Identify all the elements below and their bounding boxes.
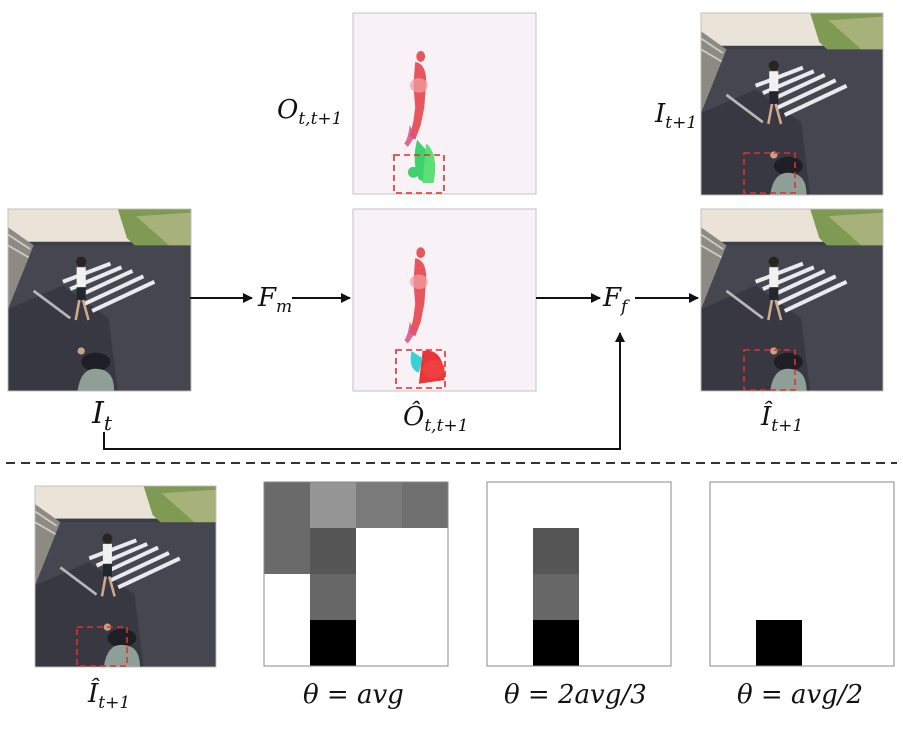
mask-cell xyxy=(579,482,625,528)
label-Ihat-t1: Ît+1 xyxy=(761,402,803,436)
mask-cell xyxy=(710,482,756,528)
label-Ohat-t-t1: Ôt,t+1 xyxy=(403,402,468,436)
mask-cell xyxy=(310,482,356,528)
mask-cell xyxy=(402,574,448,620)
label-I-t1: It+1 xyxy=(655,99,697,133)
mask-cell xyxy=(756,574,802,620)
mask-grid-border xyxy=(486,481,672,667)
detection-box-I-t1 xyxy=(743,152,796,194)
photo-I-t1 xyxy=(701,13,883,195)
mask-cell xyxy=(848,574,894,620)
mask-cell xyxy=(356,620,402,666)
label-theta-avg-2: θ = avg/2 xyxy=(737,680,864,710)
label-It-main: I xyxy=(92,396,104,431)
mask-cell xyxy=(625,482,671,528)
mask-cell xyxy=(264,620,310,666)
label-I-t1-main: I xyxy=(655,99,666,129)
mask-cell xyxy=(802,574,848,620)
label-I-t1-sub: t+1 xyxy=(665,113,698,134)
mask-cell xyxy=(625,574,671,620)
label-Fm-sub: m xyxy=(276,297,293,318)
detection-box-flow-top xyxy=(393,154,445,194)
photo-Ihat-t1 xyxy=(701,209,883,391)
mask-cell xyxy=(487,482,533,528)
mask-cell xyxy=(533,574,579,620)
label-theta-2avg-3: θ = 2avg/3 xyxy=(504,680,647,710)
mask-grid-avg-2 xyxy=(709,481,895,667)
mask-grid-border xyxy=(263,481,449,667)
mask-cell xyxy=(579,620,625,666)
label-I-t: It xyxy=(92,396,112,435)
mask-cell xyxy=(402,528,448,574)
flow-image-O-t-t1 xyxy=(352,12,537,195)
mask-grid-avg xyxy=(263,481,449,667)
mask-cell xyxy=(710,528,756,574)
detection-box-flow-middle xyxy=(395,349,446,389)
flow-image-Ohat-t-t1 xyxy=(352,208,537,392)
mask-cell xyxy=(310,528,356,574)
mask-cell xyxy=(533,620,579,666)
label-Ohat-main: Ô xyxy=(403,402,425,432)
mask-cell xyxy=(533,528,579,574)
mask-cell xyxy=(710,620,756,666)
label-theta-avg: θ = avg xyxy=(303,680,404,710)
mask-cell xyxy=(533,482,579,528)
mask-cell xyxy=(625,620,671,666)
label-O-t-t1: Ot,t+1 xyxy=(277,95,342,129)
label-F-m: Fm xyxy=(258,283,292,317)
label-Ihat-main: Î xyxy=(761,402,772,432)
label-Ff-main: F xyxy=(603,283,622,313)
label-It-sub: t xyxy=(103,411,112,435)
mask-cell xyxy=(625,528,671,574)
mask-cell xyxy=(402,482,448,528)
photo-I-t xyxy=(8,209,191,391)
mask-grid-2avg-3 xyxy=(486,481,672,667)
mask-grid-border xyxy=(709,481,895,667)
label-Ihat-bottom: Ît+1 xyxy=(88,679,130,713)
mask-cell xyxy=(264,482,310,528)
photo-Ihat-t1-bottom xyxy=(33,484,218,669)
mask-cell xyxy=(579,574,625,620)
mask-cell xyxy=(579,528,625,574)
detection-box-bottom xyxy=(76,626,128,667)
mask-cell xyxy=(710,574,756,620)
mask-cell xyxy=(402,620,448,666)
mask-cell xyxy=(802,528,848,574)
mask-cell xyxy=(848,620,894,666)
mask-cell xyxy=(264,574,310,620)
label-Fm-main: F xyxy=(258,283,277,313)
label-O-main: O xyxy=(277,95,299,125)
mask-cell xyxy=(802,482,848,528)
mask-cell xyxy=(356,574,402,620)
mask-cell xyxy=(802,620,848,666)
label-Ihat-sub: t+1 xyxy=(771,416,804,437)
mask-cell xyxy=(356,528,402,574)
label-Ohat-sub: t,t+1 xyxy=(424,416,469,437)
label-F-f: Ff xyxy=(603,283,627,317)
mask-cell xyxy=(756,482,802,528)
arrow-It-skip-to-Ff xyxy=(103,332,625,450)
mask-cell xyxy=(487,574,533,620)
mask-cell xyxy=(487,620,533,666)
label-O-sub: t,t+1 xyxy=(298,109,343,130)
label-Ff-sub: f xyxy=(621,297,628,318)
mask-cell xyxy=(310,620,356,666)
mask-cell xyxy=(756,620,802,666)
mask-cell xyxy=(848,482,894,528)
mask-cell xyxy=(756,528,802,574)
mask-cell xyxy=(264,528,310,574)
detection-box-Ihat-t1 xyxy=(743,349,796,391)
mask-cell xyxy=(487,528,533,574)
mask-cell xyxy=(310,574,356,620)
label-Ihat-bottom-sub: t+1 xyxy=(98,693,131,714)
label-Ihat-bottom-main: Î xyxy=(88,679,99,709)
mask-cell xyxy=(848,528,894,574)
mask-cell xyxy=(356,482,402,528)
